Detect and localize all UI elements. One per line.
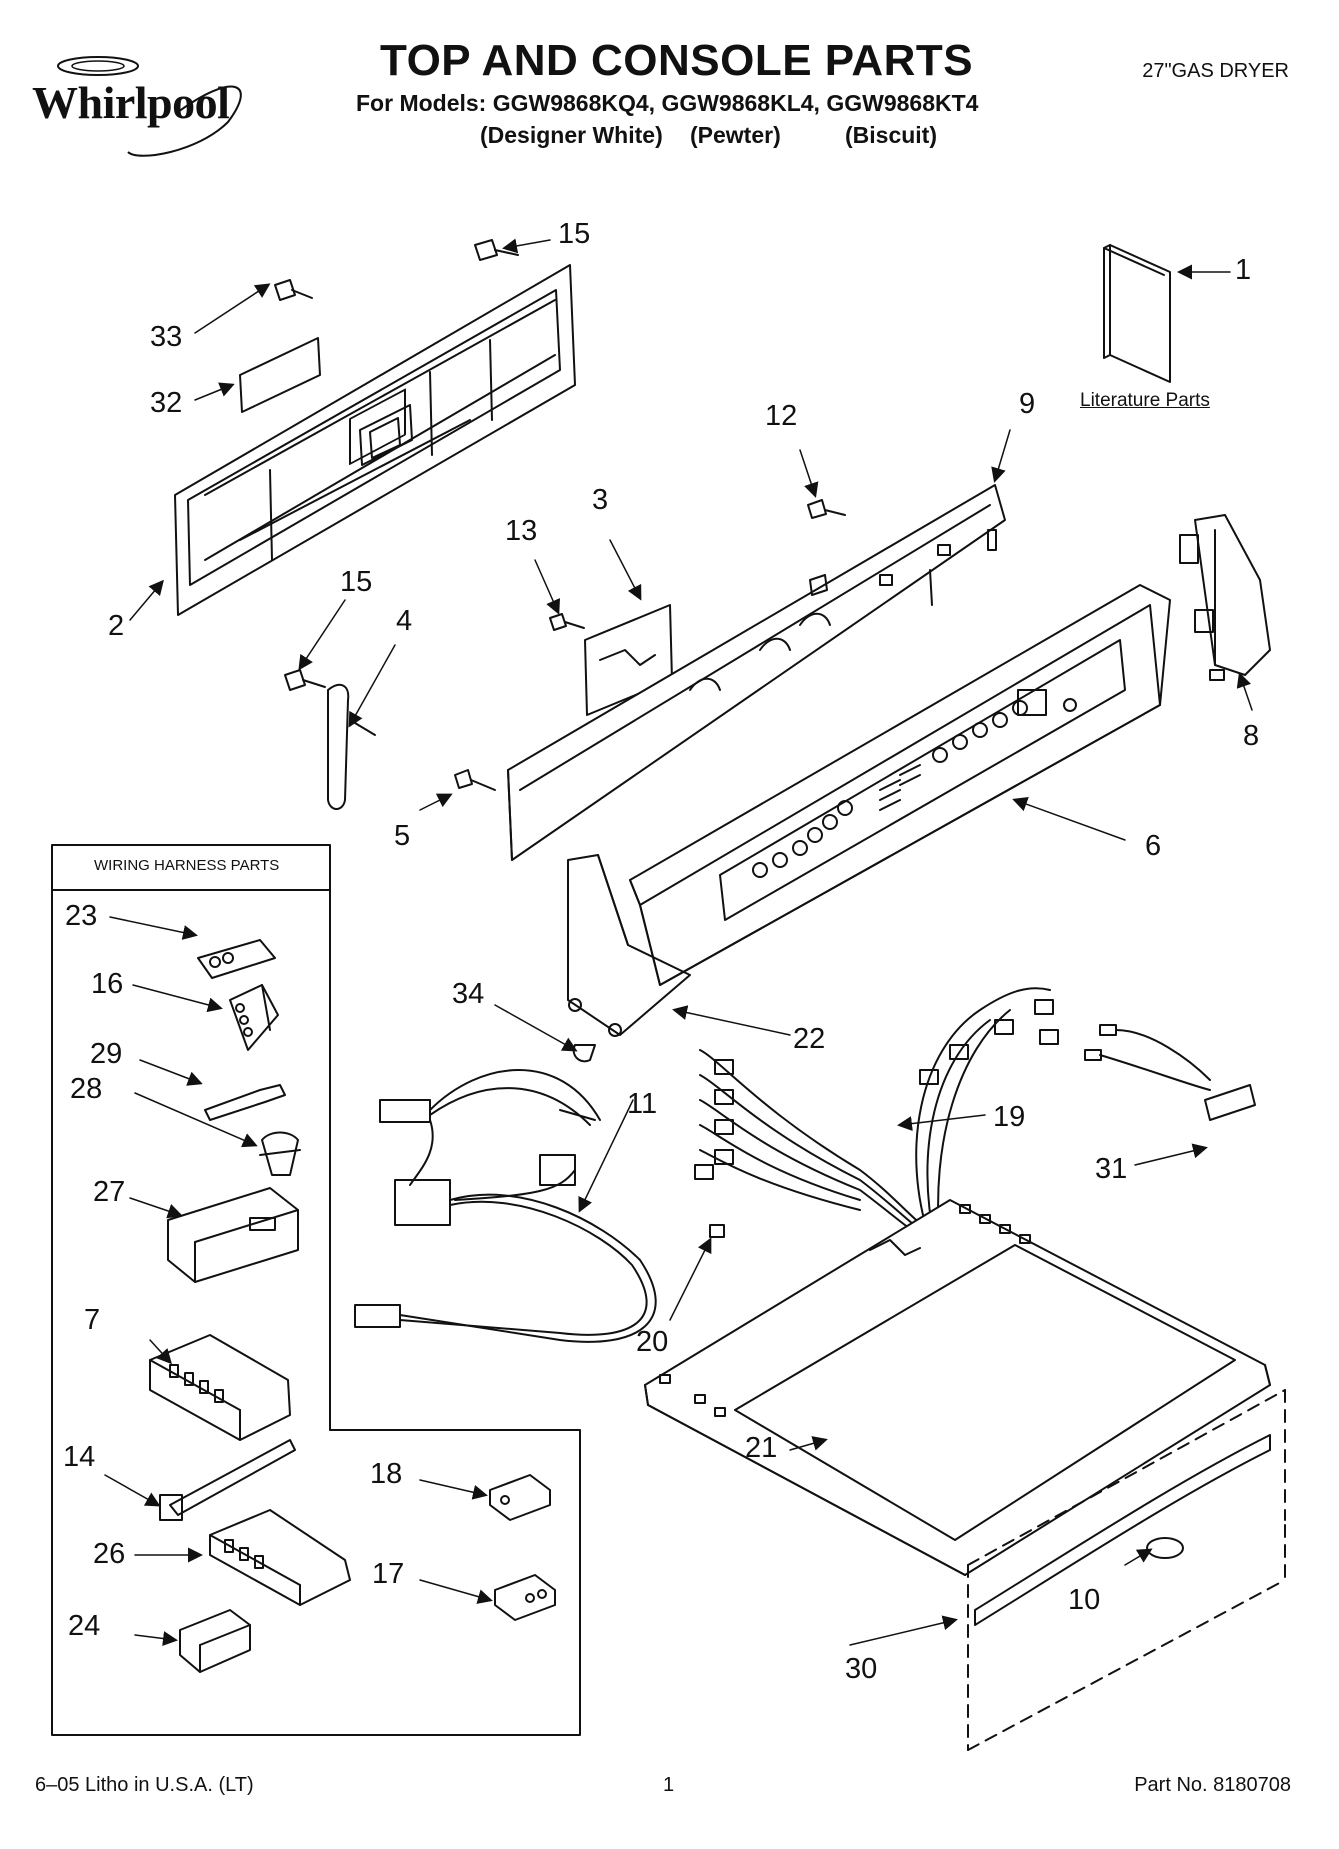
callout-15-lower: 15 bbox=[340, 566, 373, 598]
models-line: For Models: GGW9868KQ4, GGW9868KL4, GGW9… bbox=[356, 90, 979, 116]
console-bracket bbox=[284, 669, 376, 810]
variant-pewter: (Pewter) bbox=[690, 122, 781, 148]
whirlpool-logo bbox=[28, 52, 263, 162]
callout-2: 2 bbox=[108, 610, 125, 642]
dryer-top bbox=[644, 1199, 1271, 1576]
logo-swirl bbox=[57, 56, 139, 76]
right-end-cap bbox=[1179, 514, 1271, 681]
callout-19: 19 bbox=[993, 1101, 1026, 1133]
callout-16: 16 bbox=[91, 968, 124, 1000]
footer-part-number: Part No. 8180708 bbox=[1134, 1774, 1291, 1796]
harness-part-26 bbox=[209, 1509, 351, 1606]
trim-kit-30 bbox=[967, 1389, 1286, 1751]
harness-part-27 bbox=[167, 1187, 299, 1283]
clip-20 bbox=[709, 1224, 725, 1238]
callout-27: 27 bbox=[93, 1176, 126, 1208]
callout-15-top: 15 bbox=[558, 218, 591, 250]
footer-page-number: 1 bbox=[663, 1774, 675, 1796]
harness-part-23 bbox=[197, 939, 276, 979]
callout-11: 11 bbox=[627, 1088, 658, 1120]
plate-and-screw bbox=[239, 279, 321, 413]
callout-6: 6 bbox=[1145, 830, 1162, 862]
callout-12: 12 bbox=[765, 400, 798, 432]
callout-9: 9 bbox=[1019, 388, 1036, 420]
harness-part-28 bbox=[259, 1131, 301, 1176]
harness-31 bbox=[1084, 1024, 1256, 1121]
footer-litho: 6–05 Litho in U.S.A. (LT) bbox=[35, 1774, 254, 1796]
callout-10: 10 bbox=[1068, 1584, 1101, 1616]
callout-32: 32 bbox=[150, 387, 183, 419]
harness-part-29 bbox=[204, 1084, 286, 1121]
callout-23: 23 bbox=[65, 900, 98, 932]
callout-17: 17 bbox=[372, 1558, 405, 1590]
harness-part-7 bbox=[149, 1334, 291, 1441]
callout-34: 34 bbox=[452, 978, 485, 1010]
callout-18: 18 bbox=[370, 1458, 403, 1490]
callout-30: 30 bbox=[845, 1653, 878, 1685]
callout-31: 31 bbox=[1095, 1153, 1128, 1185]
harness-part-18 bbox=[489, 1474, 551, 1521]
dryer-type: 27"GAS DRYER bbox=[1142, 60, 1289, 82]
callout-20: 20 bbox=[636, 1326, 669, 1358]
harness-part-14 bbox=[159, 1439, 296, 1521]
harness-11 bbox=[354, 1069, 657, 1343]
callout-14: 14 bbox=[63, 1441, 96, 1473]
callout-5: 5 bbox=[394, 820, 411, 852]
callout-1: 1 bbox=[1235, 254, 1252, 286]
callout-13: 13 bbox=[505, 515, 538, 547]
clip-34 bbox=[572, 1044, 596, 1063]
callout-4: 4 bbox=[396, 605, 413, 637]
callout-3: 3 bbox=[592, 484, 609, 516]
callout-7: 7 bbox=[84, 1304, 101, 1336]
variant-biscuit: (Biscuit) bbox=[845, 122, 937, 148]
callout-29: 29 bbox=[90, 1038, 123, 1070]
screw-top bbox=[474, 239, 519, 261]
callout-26: 26 bbox=[93, 1538, 126, 1570]
left-end-cap bbox=[567, 854, 691, 1037]
screw-12 bbox=[807, 499, 846, 519]
brand-name: Whirlpool bbox=[32, 77, 230, 128]
rear-console-panel bbox=[174, 264, 576, 616]
callout-22: 22 bbox=[793, 1023, 826, 1055]
callout-21: 21 bbox=[745, 1432, 778, 1464]
harness-part-24 bbox=[179, 1609, 251, 1673]
callout-24: 24 bbox=[68, 1610, 101, 1642]
logo-flourish bbox=[127, 85, 242, 157]
page-title: TOP AND CONSOLE PARTS bbox=[380, 36, 974, 85]
screw-5 bbox=[454, 769, 496, 791]
literature-parts-label: Literature Parts bbox=[1080, 390, 1210, 411]
variant-designer-white: (Designer White) bbox=[480, 122, 663, 148]
wiring-harness-box bbox=[51, 844, 581, 1736]
callout-33: 33 bbox=[150, 321, 183, 353]
callout-8: 8 bbox=[1243, 720, 1260, 752]
callout-28: 28 bbox=[70, 1073, 103, 1105]
console-front bbox=[629, 584, 1171, 986]
leader-lines bbox=[104, 238, 1253, 1646]
harness-part-17 bbox=[494, 1574, 556, 1621]
console-frame bbox=[507, 484, 1006, 861]
harness-part-16 bbox=[229, 984, 279, 1051]
literature-booklet bbox=[1103, 244, 1171, 383]
wiring-harness-title: WIRING HARNESS PARTS bbox=[94, 857, 280, 874]
